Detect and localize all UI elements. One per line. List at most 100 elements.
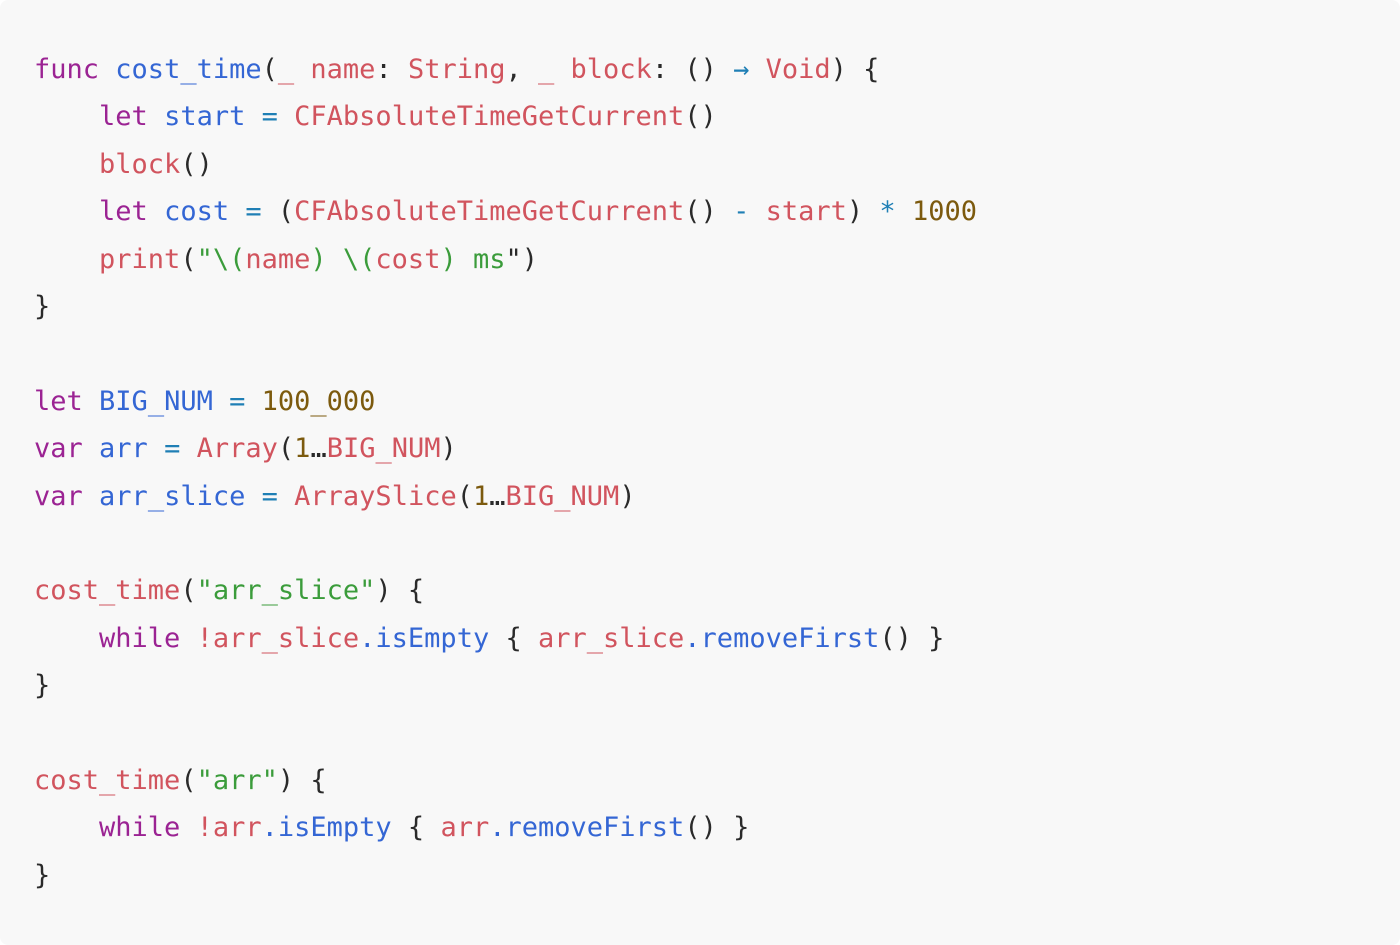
code-token-identifier: cost xyxy=(375,243,441,275)
code-token-identifier: start xyxy=(765,196,847,228)
code-token-keyword: var xyxy=(34,480,83,512)
code-line: var arr = Array(1…BIG_NUM) xyxy=(34,425,1400,472)
code-lines: func cost_time(_ name: String, _ block: … xyxy=(34,46,1400,899)
code-token-plain: : () xyxy=(651,54,734,85)
code-line: } xyxy=(34,662,1400,709)
code-token-identifier: BIG_NUM xyxy=(505,480,620,512)
code-token-string: ) ms xyxy=(440,243,506,275)
code-token-keyword: while xyxy=(99,812,181,844)
code-token-identifier: block xyxy=(99,148,181,180)
code-token-plain xyxy=(278,101,294,132)
code-token-function-name: start xyxy=(164,101,246,133)
code-token-keyword: let xyxy=(99,101,148,133)
code-line xyxy=(34,709,1400,756)
code-token-number: 1 xyxy=(472,480,490,512)
code-token-identifier: String xyxy=(407,54,506,85)
code-token-string: "\( xyxy=(196,243,246,275)
code-token-plain: ( xyxy=(180,243,197,275)
code-token-plain xyxy=(148,433,164,464)
code-token-plain: } xyxy=(34,859,51,891)
code-line: cost_time("arr_slice") { xyxy=(34,567,1400,614)
code-token-plain xyxy=(896,196,912,227)
code-token-plain xyxy=(245,386,261,417)
code-token-number: 100_000 xyxy=(261,385,376,417)
code-token-identifier: _ xyxy=(538,54,555,85)
code-token-function-name: .isEmpty xyxy=(359,622,490,654)
code-token-plain: ) xyxy=(521,243,539,275)
code-token-plain: { xyxy=(391,812,441,844)
code-token-plain: () } xyxy=(684,812,750,844)
code-token-plain xyxy=(83,433,99,464)
code-token-plain xyxy=(180,812,196,843)
code-token-function-name: BIG_NUM xyxy=(99,385,213,417)
code-token-plain xyxy=(83,386,99,417)
code-token-plain xyxy=(245,101,261,132)
code-token-plain: } xyxy=(34,670,51,702)
code-token-identifier: arr_slice xyxy=(212,622,360,654)
code-token-identifier: Void xyxy=(765,54,831,85)
code-token-operator: = xyxy=(229,385,246,417)
code-token-identifier: Array xyxy=(196,433,278,465)
code-line: } xyxy=(34,283,1400,330)
code-line xyxy=(34,330,1400,377)
code-line xyxy=(34,520,1400,567)
code-token-plain: ( xyxy=(261,196,295,228)
code-token-function-name: .removeFirst xyxy=(684,622,880,654)
code-token-plain: ( xyxy=(261,54,278,85)
code-token-plain: ) xyxy=(846,196,880,228)
code-token-plain: { xyxy=(489,622,538,654)
code-token-string: ) \( xyxy=(310,243,376,275)
code-token-plain xyxy=(229,196,245,227)
code-token-plain xyxy=(749,196,765,227)
code-line: cost_time("arr") { xyxy=(34,757,1400,804)
code-token-identifier: arr xyxy=(440,812,490,844)
code-token-plain xyxy=(278,481,294,512)
code-token-operator: → xyxy=(733,54,750,85)
code-token-identifier: print xyxy=(99,243,181,275)
code-token-plain xyxy=(245,481,261,512)
code-line: func cost_time(_ name: String, _ block: … xyxy=(34,46,1400,93)
code-token-plain: ( xyxy=(180,764,197,796)
code-token-keyword: let xyxy=(34,385,83,417)
code-token-plain xyxy=(34,149,99,180)
code-token-string: "arr_slice" xyxy=(196,575,376,607)
code-token-identifier: cost_time xyxy=(34,575,181,607)
code-token-function-name: arr_slice xyxy=(99,480,246,512)
code-token-plain xyxy=(34,623,99,654)
code-token-plain: : xyxy=(375,54,408,85)
code-token-function-name: arr xyxy=(99,433,148,465)
code-line: let cost = (CFAbsoluteTimeGetCurrent() -… xyxy=(34,188,1400,235)
code-token-identifier: block xyxy=(570,54,652,85)
code-line: block() xyxy=(34,141,1400,188)
code-token-plain xyxy=(180,623,196,654)
code-token-plain: () } xyxy=(879,622,945,654)
code-line: while !arr.isEmpty { arr.removeFirst() } xyxy=(34,804,1400,851)
code-token-plain xyxy=(554,54,570,85)
code-token-identifier: ArraySlice xyxy=(294,480,457,512)
code-token-identifier: _ xyxy=(277,54,295,85)
code-token-plain: ) xyxy=(619,480,636,512)
code-token-plain xyxy=(34,812,99,843)
code-token-keyword: func xyxy=(34,54,100,85)
code-token-function-name: .removeFirst xyxy=(489,812,685,844)
code-token-plain xyxy=(34,196,99,227)
code-token-plain xyxy=(148,196,164,227)
code-token-plain: } xyxy=(34,290,51,322)
code-line: let start = CFAbsoluteTimeGetCurrent() xyxy=(34,93,1400,140)
code-token-identifier: CFAbsoluteTimeGetCurrent xyxy=(294,101,685,133)
code-token-plain xyxy=(83,481,99,512)
code-token-number: 1 xyxy=(294,433,311,465)
code-token-plain: ( xyxy=(180,575,197,607)
code-token-plain: () xyxy=(684,196,734,228)
code-token-identifier: name xyxy=(245,243,311,275)
code-token-operator: * xyxy=(879,196,896,228)
code-line: var arr_slice = ArraySlice(1…BIG_NUM) xyxy=(34,473,1400,520)
code-token-keyword: var xyxy=(34,433,83,465)
code-token-number: 1000 xyxy=(911,196,977,228)
code-token-plain xyxy=(294,54,310,85)
code-token-plain: ) { xyxy=(830,54,880,85)
code-token-identifier: CFAbsoluteTimeGetCurrent xyxy=(294,196,685,228)
code-token-operator: - xyxy=(733,196,750,228)
code-token-identifier: ! xyxy=(196,622,213,654)
